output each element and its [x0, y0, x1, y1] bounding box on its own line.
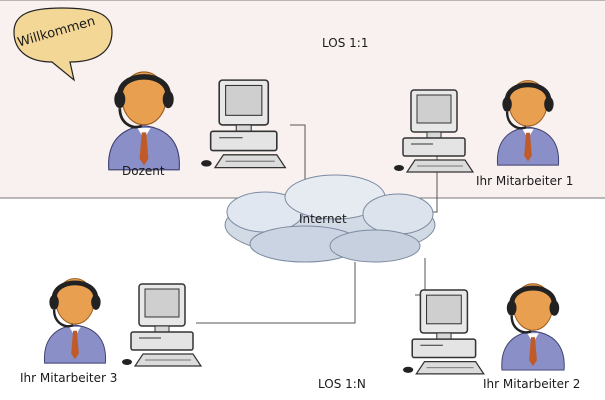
label-mitarbeiter-3: Ihr Mitarbeiter 3: [20, 371, 118, 385]
mitarbeiter-2-computer-icon: [402, 289, 485, 375]
label-mitarbeiter-2: Ihr Mitarbeiter 2: [483, 377, 581, 391]
internet-cloud: [224, 174, 436, 263]
speech-bubble: [13, 7, 113, 82]
mitarbeiter-3-computer-icon: [121, 283, 202, 367]
zone-label-los-1-n: LOS 1:N: [318, 377, 366, 391]
mitarbeiter-3-person-icon: [44, 279, 105, 364]
zone-label-los-1-1: LOS 1:1: [322, 36, 369, 50]
mitarbeiter-2-person-icon: [502, 284, 564, 370]
label-dozent: Dozent: [122, 164, 165, 178]
internet-label: Internet: [299, 212, 347, 226]
label-mitarbeiter-1: Ihr Mitarbeiter 1: [476, 174, 574, 188]
